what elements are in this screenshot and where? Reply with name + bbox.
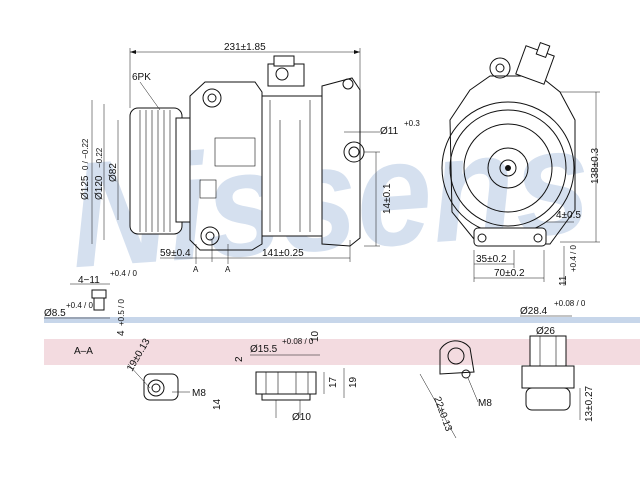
dim-dia-8-5: Ø8.5	[44, 308, 66, 319]
dim-dia-8-5-tol: +0.4 / 0	[66, 301, 93, 310]
section-label-aa: A–A	[74, 346, 93, 357]
section-mark-a-left: A	[193, 265, 199, 274]
detail-fitting-2: Ø15.5 +0.08 / 0 2 10 14 17 19 Ø10	[212, 330, 359, 423]
dim-dia-10: Ø10	[292, 412, 311, 423]
dim-belt-6pk: 6PK	[132, 72, 151, 83]
dim-dia-28-4-tol: +0.08 / 0	[554, 299, 586, 308]
compressor-side-view	[129, 55, 365, 251]
dim-length-141: 141±0.25	[262, 248, 304, 259]
dim-hole-dia-tol: +0.3	[404, 119, 420, 128]
dim-17: 17	[328, 376, 339, 388]
dim-10: 10	[310, 330, 321, 342]
dim-m8b: M8	[478, 398, 492, 409]
dim-dia-28-4: Ø28.4	[520, 306, 548, 317]
dim-offset-59: 59±0.4	[160, 248, 191, 259]
detail-pin: 4−11 +0.4 / 0 Ø8.5 +0.4 / 0 4 +0.5 / 0	[44, 269, 137, 336]
dim-height-14: 14±0.1	[382, 183, 393, 214]
dim-dia-15-5: Ø15.5	[250, 344, 278, 355]
compressor-front-view	[441, 42, 576, 247]
dim-14: 14	[212, 398, 223, 410]
dim-4-0-5: 4	[116, 330, 127, 336]
dim-overall-length: 231±1.85	[224, 42, 266, 53]
dim-4-11: 4−11	[78, 275, 100, 286]
dim-hole-dia: Ø11	[380, 126, 399, 137]
dim-22: 22±0.13	[431, 395, 454, 433]
dim-clutch-mid-tol: −0.22	[95, 147, 104, 168]
dim-height-11: 11	[558, 275, 569, 286]
dim-4-0-5-tol: +0.5 / 0	[117, 299, 126, 326]
dim-width-35: 35±0.2	[476, 254, 507, 265]
main-view-dimensions: 231±1.85 6PK Ø125 0 / −0.22 Ø120 −0.22 Ø…	[80, 42, 420, 274]
dim-m8: M8	[192, 388, 206, 399]
dim-clutch-mid: Ø120	[94, 175, 105, 200]
dim-offset-4: 4±0.5	[556, 210, 581, 221]
dim-dia-26: Ø26	[536, 326, 555, 337]
section-mark-a-right: A	[225, 265, 231, 274]
dim-19b: 19	[348, 376, 359, 388]
front-view-dimensions: 138±0.3 4±0.5 35±0.2 70±0.2 11 +0.4 / 0	[473, 91, 601, 286]
dim-height-11-tol: +0.4 / 0	[569, 245, 578, 272]
dim-width-70: 70±0.2	[494, 268, 525, 279]
dim-13: 13±0.27	[584, 385, 595, 422]
dim-clutch-inner: Ø82	[108, 163, 119, 182]
detail-fitting-4: Ø28.4 +0.08 / 0 Ø26 13±0.27	[520, 299, 595, 422]
dim-2: 2	[234, 356, 245, 362]
dim-dia-15-5-tol: +0.08 / 0	[282, 337, 314, 346]
dim-4-11-tol: +0.4 / 0	[110, 269, 137, 278]
dim-height-138: 138±0.3	[590, 147, 601, 184]
dim-clutch-outer: Ø125	[80, 175, 91, 200]
dim-clutch-outer-tol: 0 / −0.22	[81, 138, 90, 170]
